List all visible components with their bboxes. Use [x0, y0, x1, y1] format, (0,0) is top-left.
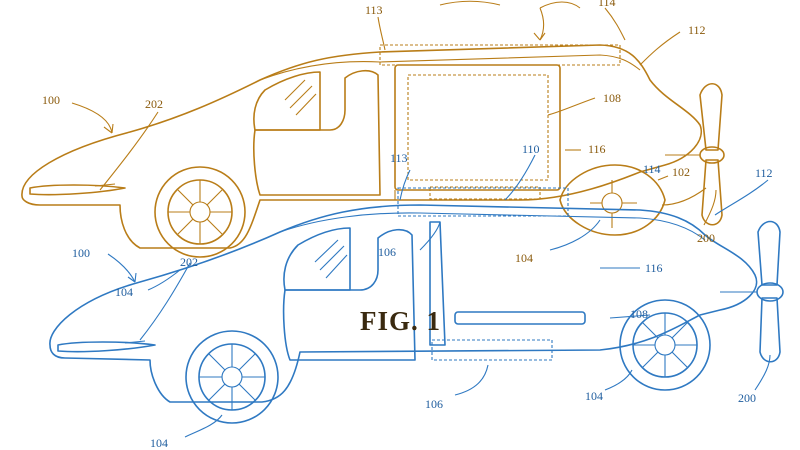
top-front-door	[253, 69, 381, 196]
bottom-headlight	[57, 341, 156, 353]
label-bottom-104c: 104	[150, 436, 168, 450]
label-top-113: 113	[365, 3, 383, 17]
label-bottom-202: 202	[180, 255, 198, 269]
label-top-104: 104	[515, 251, 533, 265]
label-bottom-104b: 104	[585, 389, 603, 403]
label-top-108: 108	[603, 91, 621, 105]
label-top-102: 102	[672, 165, 690, 179]
top-front-wheel	[154, 166, 246, 258]
top-roof-line	[259, 54, 641, 81]
label-top-100: 100	[42, 93, 60, 107]
top-vehicle	[21, 0, 725, 258]
top-propeller	[665, 82, 725, 226]
bottom-front-door	[282, 228, 416, 361]
bottom-roof-line	[279, 212, 706, 241]
top-vehicle-body	[21, 44, 703, 249]
label-top-110: 110	[522, 142, 540, 156]
bottom-vehicle	[49, 154, 784, 438]
label-top-114b: 114	[643, 162, 661, 176]
label-top-200: 200	[697, 231, 715, 245]
bottom-propeller	[720, 220, 784, 363]
label-top-113b: 113	[390, 151, 408, 165]
label-top-112: 112	[688, 23, 706, 37]
top-rear-wheel	[559, 164, 666, 236]
label-bottom-106: 106	[425, 397, 443, 411]
label-bottom-112: 112	[755, 166, 773, 180]
bottom-rear-wheel	[619, 299, 711, 391]
top-headlight	[29, 184, 126, 196]
top-sliding-door	[394, 64, 561, 191]
label-top-116: 116	[588, 142, 606, 156]
figure-caption: FIG. 1	[360, 306, 441, 336]
bottom-front-wheel	[185, 330, 279, 424]
label-top-114: 114	[598, 0, 616, 9]
label-top-202: 202	[145, 97, 163, 111]
label-bottom-116: 116	[645, 261, 663, 275]
bottom-vehicle-body	[49, 204, 758, 403]
label-bottom-200: 200	[738, 391, 756, 405]
bottom-sliding-door	[429, 221, 446, 346]
bottom-windshield	[283, 227, 351, 291]
label-bottom-100: 100	[72, 246, 90, 260]
label-bottom-108: 108	[630, 307, 648, 321]
label-bottom-104a: 104	[115, 285, 133, 299]
label-top-106: 106	[378, 245, 396, 259]
